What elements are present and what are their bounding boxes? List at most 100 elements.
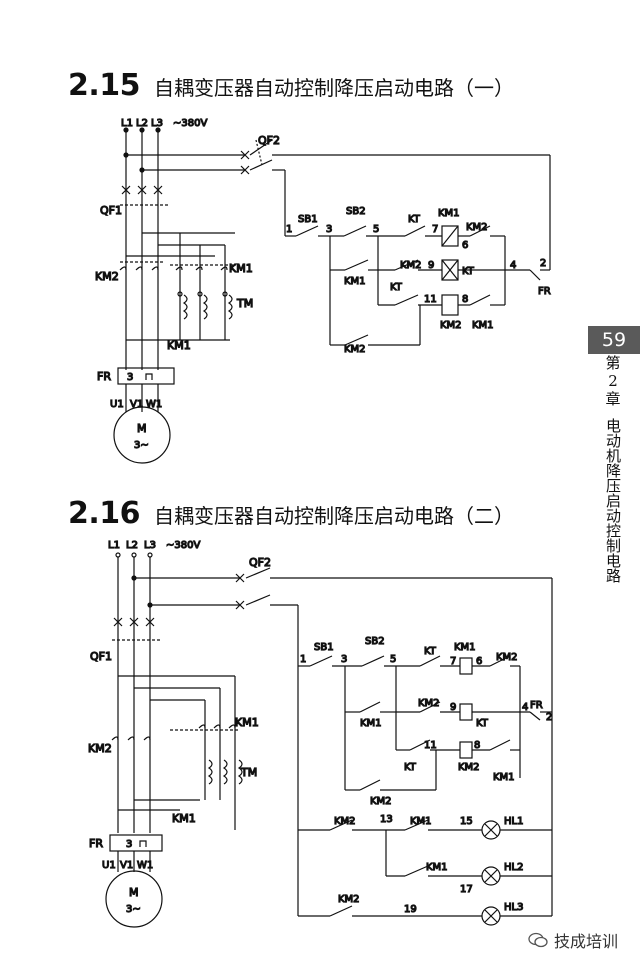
node-label: 3 — [341, 654, 347, 665]
motor-terminal: V1 — [120, 860, 133, 871]
node-label: 9 — [428, 260, 434, 271]
chapter-char: 2 — [608, 372, 618, 390]
watermark-text: 技成培训 — [554, 932, 619, 951]
fr-number: 3 — [126, 839, 132, 850]
km1-label: KM1 — [360, 718, 382, 729]
node-label: 3 — [326, 224, 332, 235]
qf1-label: QF1 — [90, 650, 112, 663]
km2-label: KM2 — [338, 894, 360, 905]
node-label: 2 — [540, 258, 546, 269]
node-label: 8 — [462, 294, 468, 305]
tm-label: TM — [240, 766, 257, 779]
chapter-char: 章 — [605, 390, 621, 408]
qf2-breaker — [240, 139, 551, 270]
power-phase-lines — [123, 127, 245, 370]
fr-relay-box — [109, 834, 163, 852]
km1-label: KM1 — [167, 339, 191, 352]
fr-label: FR — [89, 837, 103, 850]
control-rungs — [285, 225, 550, 346]
km1-label: KM1 — [426, 862, 448, 873]
node-label: 6 — [476, 656, 482, 667]
node-label: 19 — [404, 904, 417, 915]
node-label: 1 — [300, 654, 306, 665]
km1-label: KM1 — [493, 772, 515, 783]
kt-label: KT — [424, 646, 437, 657]
kt-coil-label: KT — [462, 266, 475, 277]
kt-label: KT — [390, 282, 403, 293]
phase-label: L1 — [121, 118, 133, 129]
page-number: 59 — [588, 326, 640, 354]
phase-label: L2 — [126, 540, 138, 551]
kt-coil-label: KT — [476, 718, 489, 729]
km2-coil-label: KM2 — [440, 320, 462, 331]
wechat-icon — [528, 932, 548, 948]
node-label: 8 — [474, 740, 480, 751]
km1-label: KM1 — [472, 320, 494, 331]
phase-label: L3 — [151, 118, 163, 129]
sb1-label: SB1 — [314, 642, 334, 653]
node-label: 5 — [373, 224, 379, 235]
tm-label: TM — [236, 297, 253, 310]
section-number: 2.15 — [68, 68, 141, 103]
qf2-label: QF2 — [258, 134, 280, 147]
motor-symbol — [113, 406, 171, 464]
node-label: 17 — [460, 884, 473, 895]
km2-label: KM2 — [400, 260, 422, 271]
section-title: 自耦变压器自动控制降压启动电路（二） — [154, 504, 515, 528]
node-label: 5 — [390, 654, 396, 665]
lamp-icon — [481, 866, 501, 886]
section-heading-2-15: 2.15 自耦变压器自动控制降压启动电路（一） — [68, 68, 514, 103]
lamp-label: HL2 — [504, 862, 523, 873]
chapter-title: 电动机降压启动控制电路 — [604, 418, 622, 583]
node-label: 7 — [432, 224, 438, 235]
km2-label: KM2 — [88, 742, 112, 755]
sb2-label: SB2 — [346, 206, 366, 217]
km2-label: KM2 — [370, 796, 392, 807]
km1-coil-label: KM1 — [438, 208, 460, 219]
km1-label: KM1 — [235, 716, 259, 729]
node-label: 4 — [522, 702, 528, 713]
km1-label: KM1 — [172, 812, 196, 825]
node-label: 9 — [450, 702, 456, 713]
tm-transformer-icon — [177, 291, 233, 320]
fr-label: FR — [530, 700, 543, 711]
lamp-label: HL1 — [504, 816, 523, 827]
section-number: 2.16 — [68, 496, 141, 531]
motor-terminal: U1 — [102, 860, 116, 871]
fr-label: FR — [538, 286, 551, 297]
phase-label: L2 — [136, 118, 148, 129]
motor-phase: 3~ — [126, 904, 141, 915]
km1-label: KM1 — [344, 276, 366, 287]
km-contacts — [119, 232, 236, 341]
chapter-label: 第 2 章 — [602, 354, 624, 408]
km-contacts — [111, 675, 240, 830]
phase-label: L1 — [108, 540, 120, 551]
indicator-lamps — [481, 820, 501, 926]
node-label: 15 — [460, 816, 473, 827]
sb2-label: SB2 — [365, 636, 385, 647]
thermal-element-icon — [139, 840, 147, 847]
section-title: 自耦变压器自动控制降压启动电路（一） — [154, 76, 515, 100]
chapter-char: 第 — [605, 354, 621, 372]
km2-label: KM2 — [496, 652, 518, 663]
motor-terminal: W1 — [137, 860, 153, 871]
qf2-label: QF2 — [249, 556, 271, 569]
km1-label: KM1 — [229, 262, 253, 275]
km2-label: KM2 — [95, 270, 119, 283]
node-label: 4 — [510, 260, 516, 271]
node-label: 11 — [424, 740, 437, 751]
km2-label: KM2 — [418, 698, 440, 709]
chapter-thumb-tab: 59 第 2 章 电动机降压启动控制电路 — [588, 326, 640, 616]
km1-label: KM1 — [410, 816, 432, 827]
node-label: 6 — [462, 240, 468, 251]
node-label: 11 — [424, 294, 437, 305]
tm-transformer-icon — [207, 759, 243, 785]
km2-label: KM2 — [466, 222, 488, 233]
kt-label: KT — [404, 762, 417, 773]
motor-label: M — [129, 886, 139, 899]
km2-label: KM2 — [334, 816, 356, 827]
control-rungs — [298, 655, 552, 917]
qf2-breaker — [235, 567, 553, 916]
node-label: 13 — [380, 814, 393, 825]
